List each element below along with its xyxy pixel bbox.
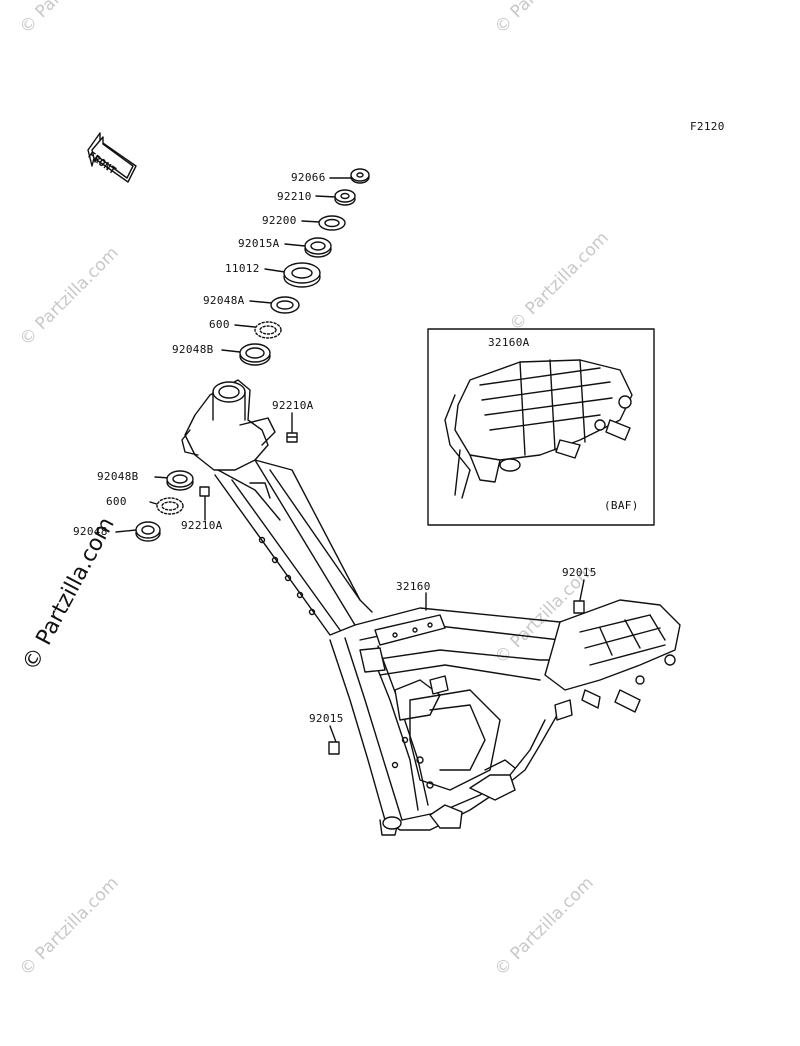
bolt-92210A-low <box>199 486 210 497</box>
part-label-600-low[interactable]: 600 <box>106 495 127 508</box>
race-92048 <box>135 521 161 542</box>
bolt-92015-left <box>328 741 340 755</box>
seal-11012 <box>283 262 321 288</box>
part-label-92210[interactable]: 92210 <box>277 190 312 203</box>
part-label-600-top[interactable]: 600 <box>209 318 230 331</box>
part-label-92200[interactable]: 92200 <box>262 214 297 227</box>
frame-32160A-inset <box>444 359 633 499</box>
bearing-600-low <box>156 497 184 515</box>
washer-92210 <box>334 189 356 206</box>
part-label-32160A[interactable]: 32160A <box>488 336 530 349</box>
bearing-600-top <box>254 321 282 339</box>
part-label-92048[interactable]: 92048 <box>73 525 108 538</box>
front-arrow-icon <box>87 132 137 183</box>
part-label-92048A[interactable]: 92048A <box>203 294 245 307</box>
part-label-32160[interactable]: 32160 <box>396 580 431 593</box>
race-92048B-top <box>239 343 271 366</box>
washer-92200 <box>318 215 346 231</box>
bolt-92210A-right <box>286 432 298 443</box>
part-label-92066[interactable]: 92066 <box>291 171 326 184</box>
inset-variant-label: (BAF) <box>604 499 639 512</box>
frame-32160 <box>181 379 681 836</box>
part-label-92048B-top[interactable]: 92048B <box>172 343 214 356</box>
nut-92015A <box>304 237 332 258</box>
race-92048A <box>270 296 300 314</box>
part-label-92015A[interactable]: 92015A <box>238 237 280 250</box>
part-label-92015-right[interactable]: 92015 <box>562 566 597 579</box>
bolt-92015-right <box>573 600 585 614</box>
nut-92066 <box>350 168 370 184</box>
part-label-92210A-right[interactable]: 92210A <box>272 399 314 412</box>
part-label-11012[interactable]: 11012 <box>225 262 260 275</box>
race-92048B-low <box>166 470 194 491</box>
figure-code: F2120 <box>690 120 725 133</box>
part-label-92015-left[interactable]: 92015 <box>309 712 344 725</box>
part-label-92210A-low[interactable]: 92210A <box>181 519 223 532</box>
part-label-92048B-low[interactable]: 92048B <box>97 470 139 483</box>
